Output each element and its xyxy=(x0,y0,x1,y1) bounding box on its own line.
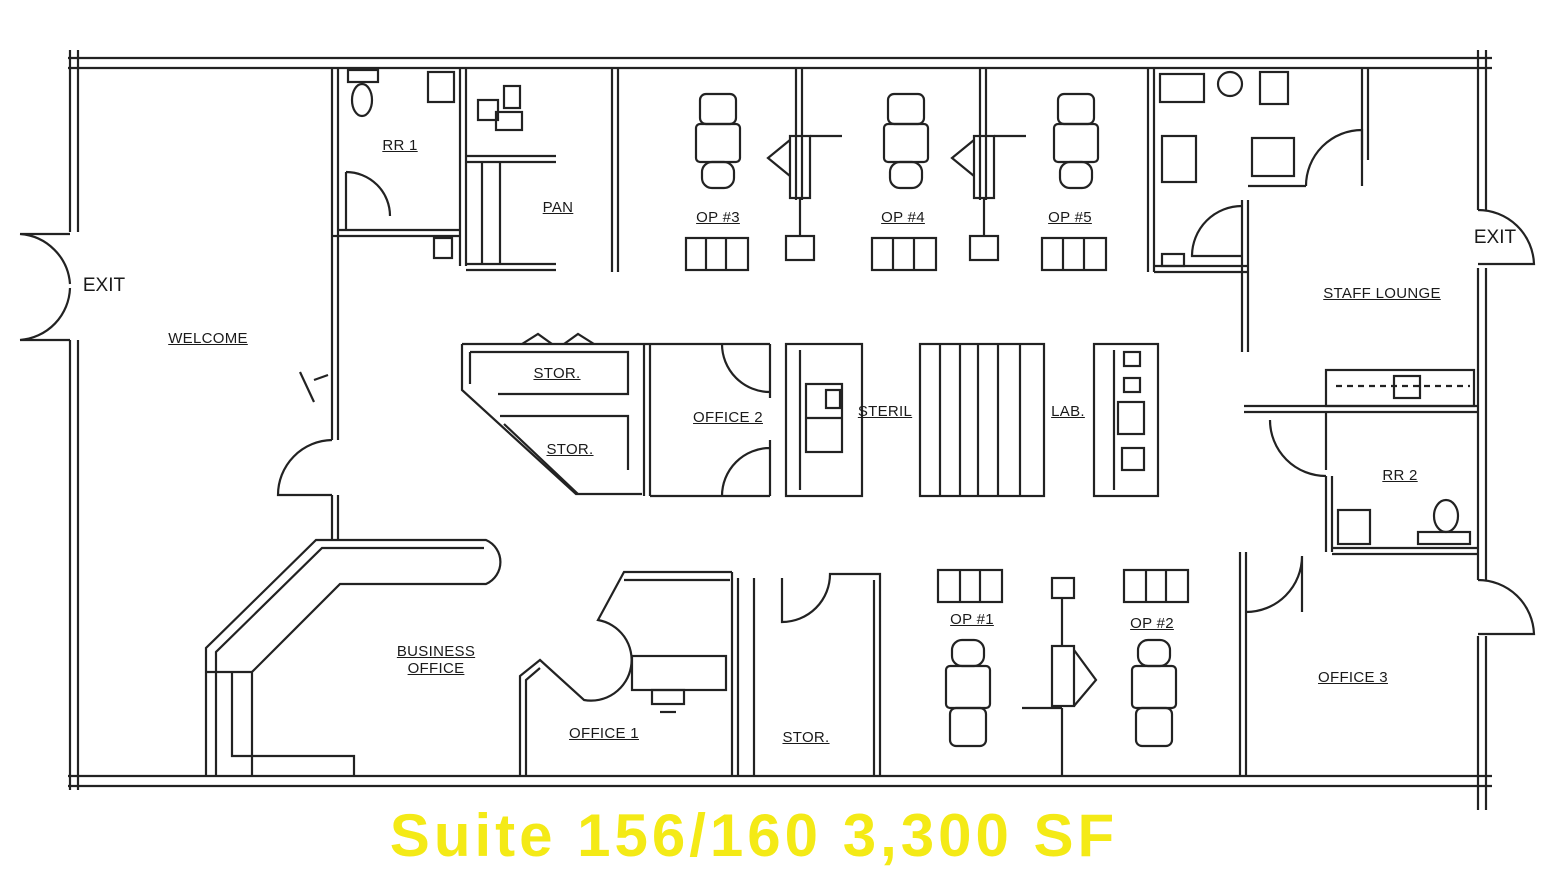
label-stor-bottom: STOR. xyxy=(782,729,830,746)
label-office3: OFFICE 3 xyxy=(1318,669,1388,686)
label-exit-right: EXIT xyxy=(1473,227,1517,248)
welcome-walls xyxy=(276,68,340,540)
staff-lounge-walls xyxy=(1154,68,1370,352)
label-staff-lounge: STAFF LOUNGE xyxy=(1323,285,1441,302)
pan-room xyxy=(466,84,556,272)
label-op5: OP #5 xyxy=(1048,209,1092,226)
exit-door-left xyxy=(19,232,72,342)
dental-chair-op3 xyxy=(684,92,750,272)
delivery-unit-bottom xyxy=(1022,576,1098,776)
label-business-office-line1: BUSINESS xyxy=(396,643,476,660)
business-office-counter xyxy=(204,538,502,776)
dental-chair-op2 xyxy=(1122,568,1190,748)
outer-walls xyxy=(68,50,1492,810)
label-op1: OP #1 xyxy=(950,611,994,628)
dental-chair-op5 xyxy=(1040,92,1108,272)
label-rr1: RR 1 xyxy=(382,137,418,154)
restroom-2 xyxy=(1244,368,1478,556)
exit-door-right xyxy=(1477,208,1536,636)
label-business-office-line2: OFFICE xyxy=(407,660,465,677)
suite-caption: Suite 156/160 3,300 SF xyxy=(0,806,1568,866)
dental-chair-op1 xyxy=(936,568,1004,748)
office-1-walls xyxy=(518,570,882,776)
label-office2: OFFICE 2 xyxy=(693,409,763,426)
label-lab: LAB. xyxy=(1051,403,1085,420)
suite-caption-text: Suite 156/160 3,300 SF xyxy=(389,802,1119,869)
label-op4: OP #4 xyxy=(881,209,925,226)
center-block xyxy=(460,332,1160,498)
label-op3: OP #3 xyxy=(696,209,740,226)
label-office1: OFFICE 1 xyxy=(569,725,639,742)
label-steril: STERIL xyxy=(857,403,913,420)
label-stor-mid: STOR. xyxy=(546,441,594,458)
label-stor-top: STOR. xyxy=(533,365,581,382)
label-welcome: WELCOME xyxy=(168,330,248,347)
office-3-walls xyxy=(1238,552,1304,776)
restroom-1 xyxy=(338,68,468,266)
label-exit-left: EXIT xyxy=(82,275,126,296)
label-op2: OP #2 xyxy=(1130,615,1174,632)
floor-plan xyxy=(19,50,1536,810)
delivery-units-top xyxy=(766,134,1026,262)
top-operatory-partitions xyxy=(610,68,1156,272)
dental-chair-op4 xyxy=(870,92,938,272)
label-rr2: RR 2 xyxy=(1382,467,1418,484)
label-pan: PAN xyxy=(542,199,574,216)
